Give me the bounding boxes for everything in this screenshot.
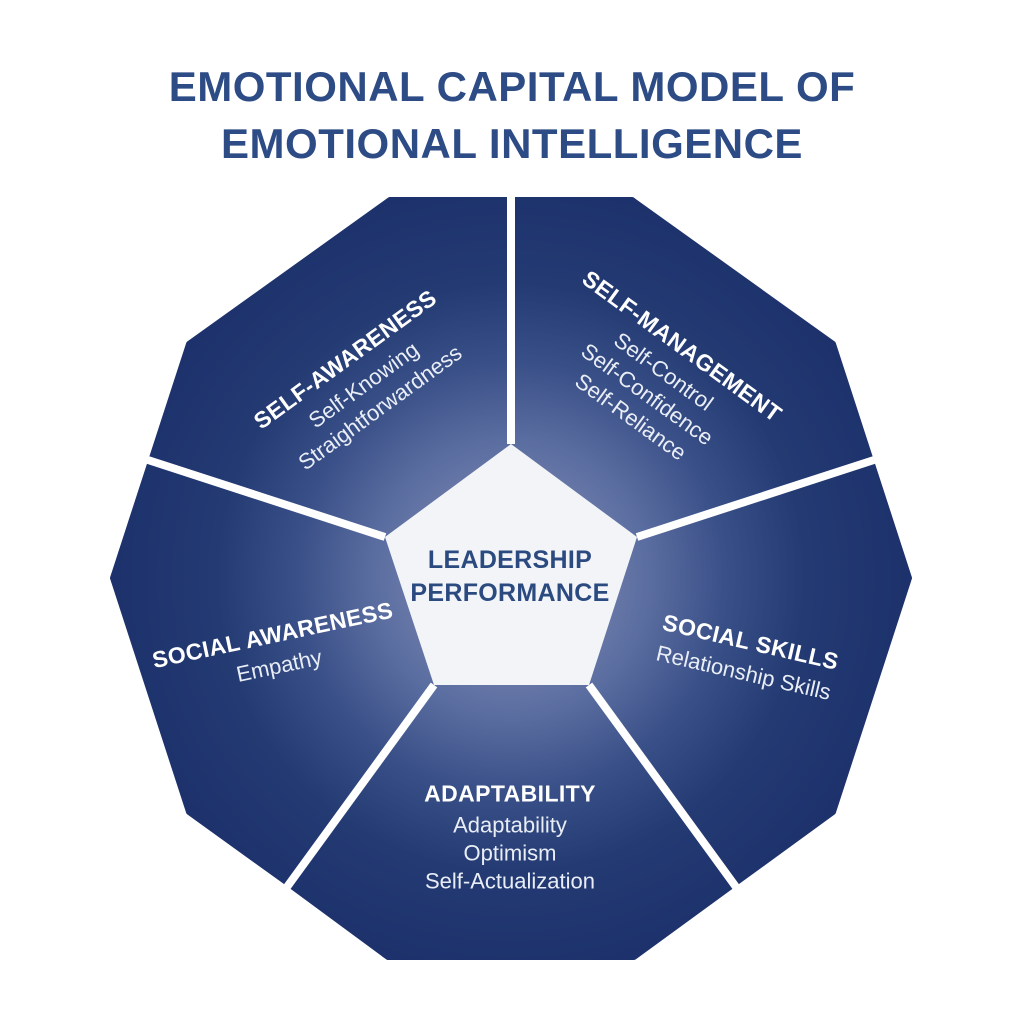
segment-competency: Self-Actualization bbox=[425, 868, 595, 894]
center-line-1: LEADERSHIP bbox=[427, 546, 593, 574]
center-pentagon bbox=[385, 444, 637, 685]
segment-label-adaptability: ADAPTABILITY Adaptability Optimism Self-… bbox=[424, 781, 596, 896]
divider-lower-right bbox=[585, 682, 740, 890]
center-label: LEADERSHIP PERFORMANCE bbox=[410, 544, 609, 610]
divider-upper-left bbox=[146, 456, 387, 541]
diagram-title: EMOTIONAL CAPITAL MODEL OF EMOTIONAL INT… bbox=[0, 58, 1024, 172]
center-line-2: PERFORMANCE bbox=[410, 579, 610, 607]
segment-competency: Adaptability bbox=[453, 812, 567, 838]
segment-competency: Optimism bbox=[463, 840, 557, 866]
title-line-1: EMOTIONAL CAPITAL MODEL OF bbox=[168, 63, 856, 110]
divider-lower-left bbox=[283, 682, 438, 890]
segment-heading: ADAPTABILITY bbox=[424, 780, 596, 807]
title-line-2: EMOTIONAL INTELLIGENCE bbox=[221, 120, 803, 167]
divider-upper-right bbox=[635, 456, 876, 541]
